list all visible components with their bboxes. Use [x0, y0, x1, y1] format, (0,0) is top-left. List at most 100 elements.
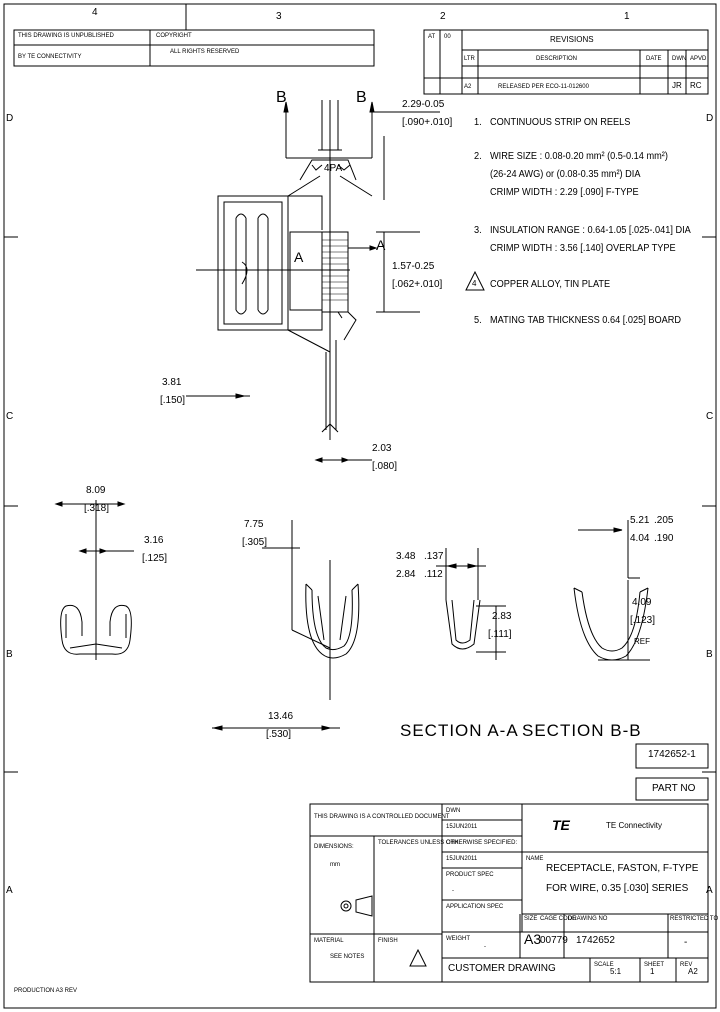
note-3-line-1: INSULATION RANGE : 0.64-1.05 [.025-.041]… [490, 225, 691, 236]
tb-scale-label: SCALE [594, 962, 614, 968]
tb-rest-label: RESTRICTED TO [670, 916, 719, 922]
dim-809: 8.09 [86, 485, 106, 496]
zone-top-1: 1 [624, 11, 630, 22]
section-b-right-marker: B [356, 89, 367, 106]
dim-381: 3.81 [162, 377, 182, 388]
header-rights: ALL RIGHTS RESERVED [170, 49, 240, 55]
rev-desc-label: DESCRIPTION [536, 56, 578, 62]
dim-409: 4.09 [632, 597, 652, 608]
tb-appl-spec: APPLICATION SPEC [446, 904, 504, 910]
section-bb-right-drawing [573, 520, 650, 661]
rev-loc: AT [428, 34, 436, 40]
tb-dwg-label: DRAWING NO [568, 916, 608, 922]
section-aa-drawing [212, 520, 360, 731]
section-bb-title: SECTION B-B [522, 721, 642, 740]
part-number: 1742652-1 [648, 749, 696, 760]
end-view-drawing [54, 500, 134, 660]
dim-203: 2.03 [372, 443, 392, 454]
dim-mid-in: [.062+.010] [392, 279, 443, 290]
tb-chk-val: 15JUN2011 [446, 856, 478, 862]
tb-company: TE Connectivity [606, 821, 663, 830]
dim-283-in: [.111] [488, 629, 512, 640]
rev-letter: A2 [464, 84, 472, 90]
dim-327-in: .205 [654, 515, 674, 526]
tb-dwn-val: 15JUN2011 [446, 824, 478, 830]
note-2-num: 2. [474, 151, 482, 162]
note-5-line-1: MATING TAB THICKNESS 0.64 [.025] BOARD [490, 315, 682, 326]
tb-finish-val: SEE NOTES [330, 954, 365, 960]
zone-right-d: D [706, 113, 714, 124]
tb-material: MATERIAL [314, 938, 344, 944]
rev-dwn-label: DWN [672, 56, 687, 62]
tb-name-label: NAME [526, 856, 544, 862]
tb-tolerances: TOLERANCES UNLESS OTHERWISE SPECIFIED: [378, 840, 518, 846]
zone-left-d: D [6, 113, 14, 124]
tb-size-val: A3 [524, 931, 542, 947]
dim-mid: 1.57-0.25 [392, 261, 435, 272]
header-left-box [13, 29, 375, 67]
dim-316-in: [.125] [142, 553, 168, 564]
rev-date-label: DATE [646, 56, 662, 62]
dim-1346-in: [.530] [266, 729, 292, 740]
tb-sheet-label: SHEET [644, 962, 665, 968]
revisions-title: REVISIONS [550, 35, 594, 44]
tb-rev-val: A2 [688, 967, 698, 976]
title-block [309, 803, 709, 983]
header-unpublished: THIS DRAWING IS UNPUBLISHED [18, 33, 114, 39]
zone-right-a: A [706, 885, 713, 896]
tb-sheet-val: 1 [650, 967, 655, 976]
dim-348-in: .137 [424, 551, 444, 562]
dim-735: 7.75 [244, 519, 264, 530]
part-no-label-box [635, 777, 709, 801]
dim-b-width-in: [.090+.010] [402, 117, 453, 128]
tb-dwn: DWN [446, 808, 461, 814]
dim-1346: 13.46 [268, 711, 294, 722]
tb-finish: FINISH [378, 938, 398, 944]
rev-apvd-label: APVD [690, 56, 707, 62]
dim-404-in: .190 [654, 533, 674, 544]
part-number-box [635, 743, 709, 769]
tb-chk: CHK [446, 840, 459, 846]
tb-cage-val: 00779 [540, 935, 568, 946]
dim-348: 3.48 [396, 551, 416, 562]
tb-rev-label: REV [680, 962, 693, 968]
tb-name-line-2: FOR WIRE, 0.35 [.030] SERIES [546, 883, 689, 894]
section-bb-left-drawing [436, 548, 506, 660]
tb-customer: CUSTOMER DRAWING [448, 963, 556, 974]
dim-327: 5.21 [630, 515, 650, 526]
dim-404: 4.04 [630, 533, 650, 544]
tb-size-label: SIZE [524, 916, 538, 922]
note-4-line-1: COPPER ALLOY, TIN PLATE [490, 279, 611, 290]
tb-dwg-val: 1742652 [576, 935, 615, 946]
note-5-num: 5. [474, 315, 482, 326]
dim-735-in: [.305] [242, 537, 268, 548]
te-logo: TE [552, 817, 570, 833]
tb-mm: mm [330, 862, 340, 868]
zone-right-b: B [706, 649, 713, 660]
rev-ltr-label: LTR [464, 56, 475, 62]
dim-284-in: .112 [424, 569, 443, 580]
zone-left-b: B [6, 649, 13, 660]
note-1-line-1: CONTINUOUS STRIP ON REELS [490, 117, 631, 128]
footer-label: PRODUCTION A3 REV [14, 988, 78, 994]
top-view-drawing [186, 100, 440, 463]
zone-top-4: 4 [92, 7, 98, 18]
section-a-right-marker: A [376, 237, 386, 253]
dim-203-in: [.080] [372, 461, 398, 472]
note-2-line-2: (26-24 AWG) or (0.08-0.35 mm²) DIA [490, 169, 641, 180]
zone-right-c: C [706, 411, 714, 422]
tb-dimensions: DIMENSIONS: [314, 844, 354, 850]
part-no-label: PART NO [652, 783, 696, 794]
note-3-line-2: CRIMP WIDTH : 3.56 [.140] OVERLAP TYPE [490, 243, 676, 254]
dim-b-width: 2.29-0.05 [402, 99, 445, 110]
zone-top-3: 3 [276, 11, 282, 22]
tb-prod-spec-val: - [452, 888, 454, 894]
dim-809-in: [.318] [84, 503, 110, 514]
tb-prod-spec: PRODUCT SPEC [446, 872, 494, 878]
tb-controlled: THIS DRAWING IS A CONTROLLED DOCUMENT [314, 814, 450, 820]
header-copyright: COPYRIGHT [156, 33, 192, 39]
section-b-left-marker: B [276, 89, 287, 106]
flag-label: 4PA [324, 163, 343, 174]
note-flag-triangle [465, 270, 485, 291]
